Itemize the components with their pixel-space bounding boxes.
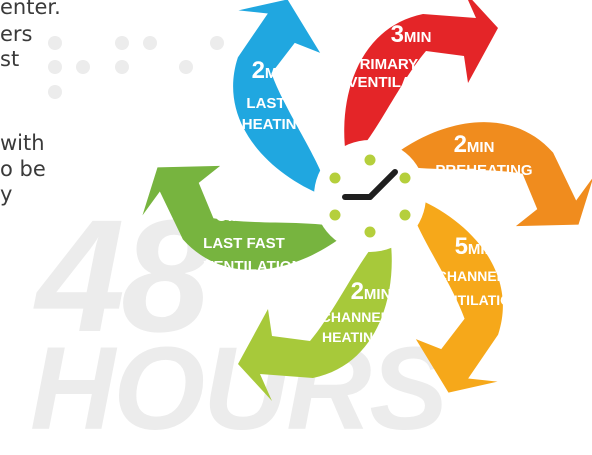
- svg-text:CHANNEL: CHANNEL: [321, 309, 390, 325]
- svg-text:LAST FAST: LAST FAST: [203, 235, 285, 252]
- svg-text:5MIN: 5MIN: [455, 233, 496, 260]
- step-primary-fast-ventilation: 3MIN PRIMARY FAST VENTILATION: [348, 21, 461, 91]
- petal-channel-ventilation: [411, 196, 503, 393]
- svg-text:HEATING: HEATING: [242, 116, 308, 133]
- svg-text:3MIN: 3MIN: [391, 21, 432, 48]
- clock-dot: [364, 154, 376, 166]
- svg-text:2MIN: 2MIN: [351, 278, 392, 305]
- svg-text:PREHEATING: PREHEATING: [435, 162, 532, 179]
- text-fragment: with: [0, 131, 45, 155]
- decor-dot: [210, 36, 224, 50]
- clock-dot: [329, 172, 341, 184]
- svg-text:2MIN: 2MIN: [252, 57, 293, 84]
- svg-text:CHANNEL: CHANNEL: [437, 268, 506, 284]
- clock-icon: [314, 140, 426, 252]
- svg-text:6MIN: 6MIN: [215, 200, 256, 227]
- step-channel-ventilation: 5MIN CHANNEL VENTILATION: [429, 233, 521, 308]
- decor-dot: [143, 36, 157, 50]
- clock-dot: [329, 209, 341, 221]
- clock-dot: [399, 209, 411, 221]
- background-hours-word: HOURS: [30, 323, 448, 455]
- text-fragment: ers: [0, 22, 33, 46]
- clock-hand: [367, 169, 398, 200]
- decor-dot: [115, 60, 129, 74]
- step-last-heating: 2MIN LAST HEATING: [242, 57, 308, 133]
- clock-dot: [364, 226, 376, 238]
- svg-text:2MIN: 2MIN: [454, 131, 495, 158]
- petal-last-heating: [233, 0, 325, 196]
- decor-dot: [115, 36, 129, 50]
- svg-text:VENTILATION: VENTILATION: [429, 292, 521, 308]
- text-fragment: y: [0, 182, 13, 206]
- decor-dot: [48, 60, 62, 74]
- petal-last-fast-ventilation: [142, 165, 345, 270]
- svg-text:HEATING: HEATING: [322, 329, 384, 345]
- step-last-fast-ventilation: 6MIN LAST FAST VENTILATION: [203, 200, 302, 275]
- petal-channel-heating: [238, 236, 392, 401]
- petal-preheating: [391, 122, 592, 227]
- svg-text:PRIMARY FAST: PRIMARY FAST: [350, 56, 461, 73]
- decorative-dots: [48, 36, 224, 99]
- text-fragment: st: [0, 47, 20, 71]
- step-preheating: 2MIN PREHEATING: [435, 131, 532, 179]
- decor-dot: [48, 36, 62, 50]
- decor-dot: [179, 60, 193, 74]
- text-fragment: enter.: [0, 0, 61, 19]
- decor-dot: [48, 85, 62, 99]
- svg-text:VENTILATION: VENTILATION: [348, 74, 447, 91]
- svg-text:LAST: LAST: [246, 95, 285, 112]
- svg-text:VENTILATION: VENTILATION: [204, 258, 303, 275]
- step-channel-heating: 2MIN CHANNEL HEATING: [321, 278, 392, 345]
- clock-dot: [399, 172, 411, 184]
- text-fragment: o be: [0, 157, 46, 181]
- decor-dot: [76, 60, 90, 74]
- petal-primary-fast-ventilation: [344, 0, 498, 156]
